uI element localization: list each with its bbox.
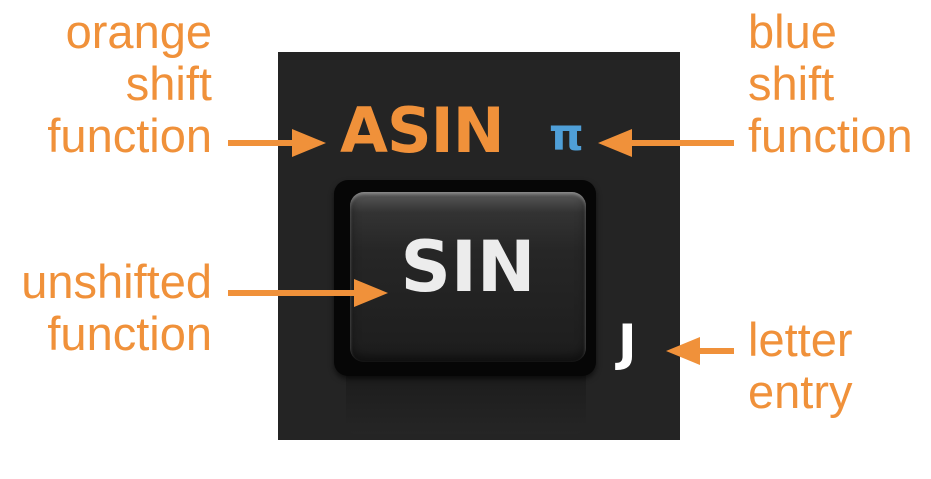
- callout-line: unshifted: [21, 255, 212, 308]
- arrow-head-letter-legend: [666, 337, 700, 365]
- callout-line: shift: [748, 57, 835, 110]
- sin-key-label: SIN: [400, 226, 536, 308]
- callout-line: entry: [748, 365, 853, 418]
- callout-line: function: [748, 109, 913, 162]
- arrow-head-primary-legend: [354, 279, 388, 307]
- letter-entry-callout: letter entry: [748, 314, 853, 418]
- unshifted-callout: unshifted function: [21, 256, 212, 360]
- callout-line: letter: [748, 313, 853, 366]
- sin-key[interactable]: [350, 192, 586, 362]
- callout-line: function: [47, 109, 212, 162]
- key-side-shadow: [346, 372, 586, 434]
- blue-shift-callout: blue shift function: [748, 6, 913, 162]
- callout-line: blue: [748, 5, 837, 58]
- blue-shift-legend: π: [549, 110, 584, 161]
- orange-shift-callout: orange shift function: [47, 6, 212, 162]
- callout-line: function: [47, 307, 212, 360]
- letter-legend: J: [618, 314, 637, 372]
- callout-line: orange: [65, 5, 212, 58]
- callout-line: shift: [125, 57, 212, 110]
- arrow-head-orange-legend: [292, 129, 326, 157]
- orange-shift-legend: ASIN: [340, 94, 505, 167]
- arrow-head-blue-legend: [598, 129, 632, 157]
